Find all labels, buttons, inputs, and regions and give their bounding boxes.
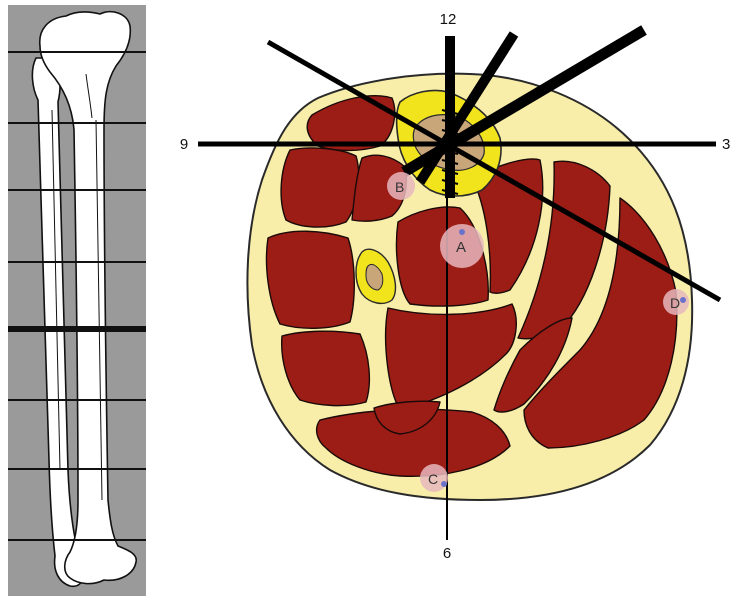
zone-a-label: A bbox=[456, 239, 466, 256]
zone-c-label: C bbox=[428, 471, 438, 487]
zone-c-vessel-dot bbox=[441, 481, 447, 487]
zone-a-vessel-dot bbox=[459, 229, 465, 235]
clock-label-6: 6 bbox=[443, 545, 451, 562]
bone-panel bbox=[8, 5, 146, 596]
muscle-compartment bbox=[281, 148, 359, 227]
zone-marker-a: A bbox=[440, 224, 484, 268]
clock-label-9: 9 bbox=[180, 136, 188, 153]
zone-marker-c: C bbox=[420, 464, 448, 492]
zone-marker-d: D bbox=[663, 289, 689, 315]
clock-label-3: 3 bbox=[722, 136, 730, 153]
muscle-compartment bbox=[267, 231, 355, 328]
zone-b-label: B bbox=[395, 179, 404, 195]
clock-label-12: 12 bbox=[440, 11, 457, 28]
zone-d-vessel-dot bbox=[680, 297, 686, 303]
zone-marker-b: B bbox=[387, 172, 415, 200]
zone-d-label: D bbox=[670, 295, 680, 311]
